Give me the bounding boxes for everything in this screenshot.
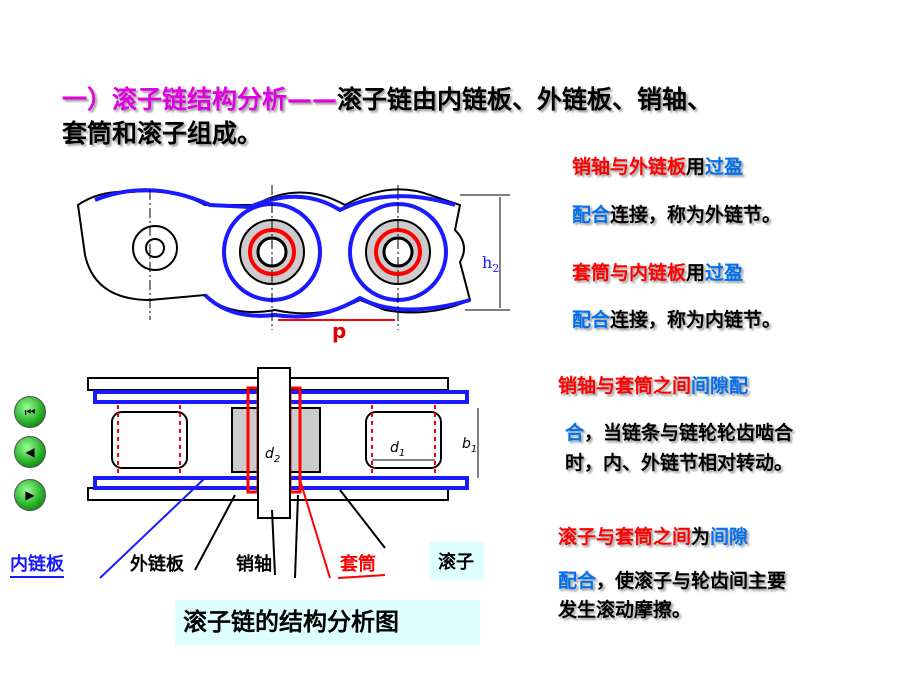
play-icon: ▶: [25, 488, 35, 502]
note-2-line2: 配合连接，称为内链节。: [572, 309, 782, 331]
d1-label: d1: [390, 440, 405, 459]
note-3-line1: 销轴与套筒之间间隙配: [558, 375, 749, 397]
note-2-line1: 套筒与内链板用过盈: [572, 262, 744, 284]
note-4-line3: 发生滚动摩擦。: [558, 599, 692, 621]
label-inner-plate: 内链板: [10, 550, 64, 578]
chain-top-view: [76, 185, 510, 330]
label-roller: 滚子: [430, 542, 484, 580]
label-pin: 销轴: [236, 554, 272, 575]
slide-title: 一）滚子链结构分析——滚子链由内链板、外链板、销轴、: [62, 80, 712, 116]
d2-label: d2: [265, 446, 280, 465]
diagram-caption: 滚子链的结构分析图: [175, 600, 480, 645]
label-outer-plate: 外链板: [130, 554, 184, 575]
note-1-line1: 销轴与外链板用过盈: [572, 156, 744, 178]
title-text: 滚子链由内链板、外链板、销轴、: [337, 85, 713, 114]
title-heading: 一）滚子链结构分析——: [62, 85, 338, 114]
note-1-line2: 配合连接，称为外链节。: [572, 204, 782, 226]
first-slide-button[interactable]: ⏮: [14, 396, 46, 428]
note-4-line1: 滚子与套筒之间为间隙: [558, 526, 749, 548]
next-slide-button[interactable]: ▶: [14, 479, 46, 511]
chain-section-view: [87, 367, 479, 519]
play-back-icon: ◀: [25, 445, 35, 459]
skip-back-icon: ⏮: [24, 405, 36, 419]
pitch-label: p: [332, 319, 346, 343]
title-line2: 套筒和滚子组成。: [62, 119, 263, 148]
label-bushing: 套筒: [340, 554, 376, 575]
note-3-line2: 合，当链条与链轮轮齿啮合: [565, 422, 794, 444]
b1-label: b1: [462, 436, 477, 455]
previous-slide-button[interactable]: ◀: [14, 436, 46, 468]
h2-label: h2: [482, 253, 499, 275]
note-4-line2: 配合，使滚子与轮齿间主要: [558, 570, 787, 592]
note-3-line3: 时，内、外链节相对转动。: [565, 452, 794, 474]
